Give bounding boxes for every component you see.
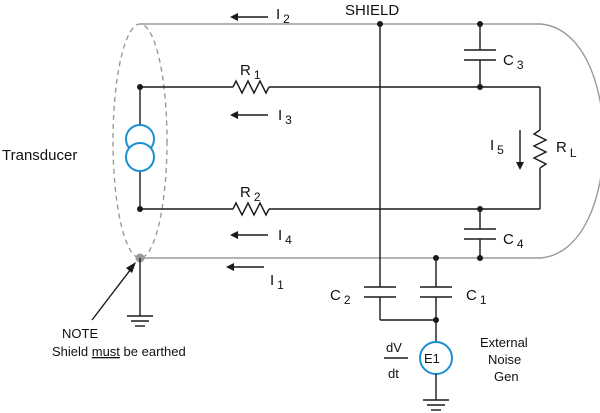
top-conductor [140,79,540,95]
transducer-ground-icon [127,258,153,327]
cable-shield [112,23,600,263]
capacitor-c3 [464,21,496,90]
note-arrow [91,262,136,321]
bottom-conductor [140,201,540,217]
capacitor-c2 [364,21,436,321]
note-emphasis: must [92,344,121,359]
capacitor-c4 [464,206,496,261]
note-title: NOTE [62,326,98,341]
current-arrows [226,13,524,271]
noise-generator [419,341,453,411]
load-resistor [532,87,548,209]
dv-label: dV [386,340,402,355]
gen-label: Gen [494,369,519,384]
note-text: Shield must be earthed [52,344,186,359]
external-label: External [480,335,528,350]
dt-label: dt [388,366,399,381]
capacitor-c1 [420,255,452,342]
transducer-source [125,84,155,212]
shield-label: SHIELD [345,2,399,19]
noise-label: Noise [488,352,521,367]
transducer-label: Transducer [2,147,77,164]
e1-label: E1 [424,351,440,366]
